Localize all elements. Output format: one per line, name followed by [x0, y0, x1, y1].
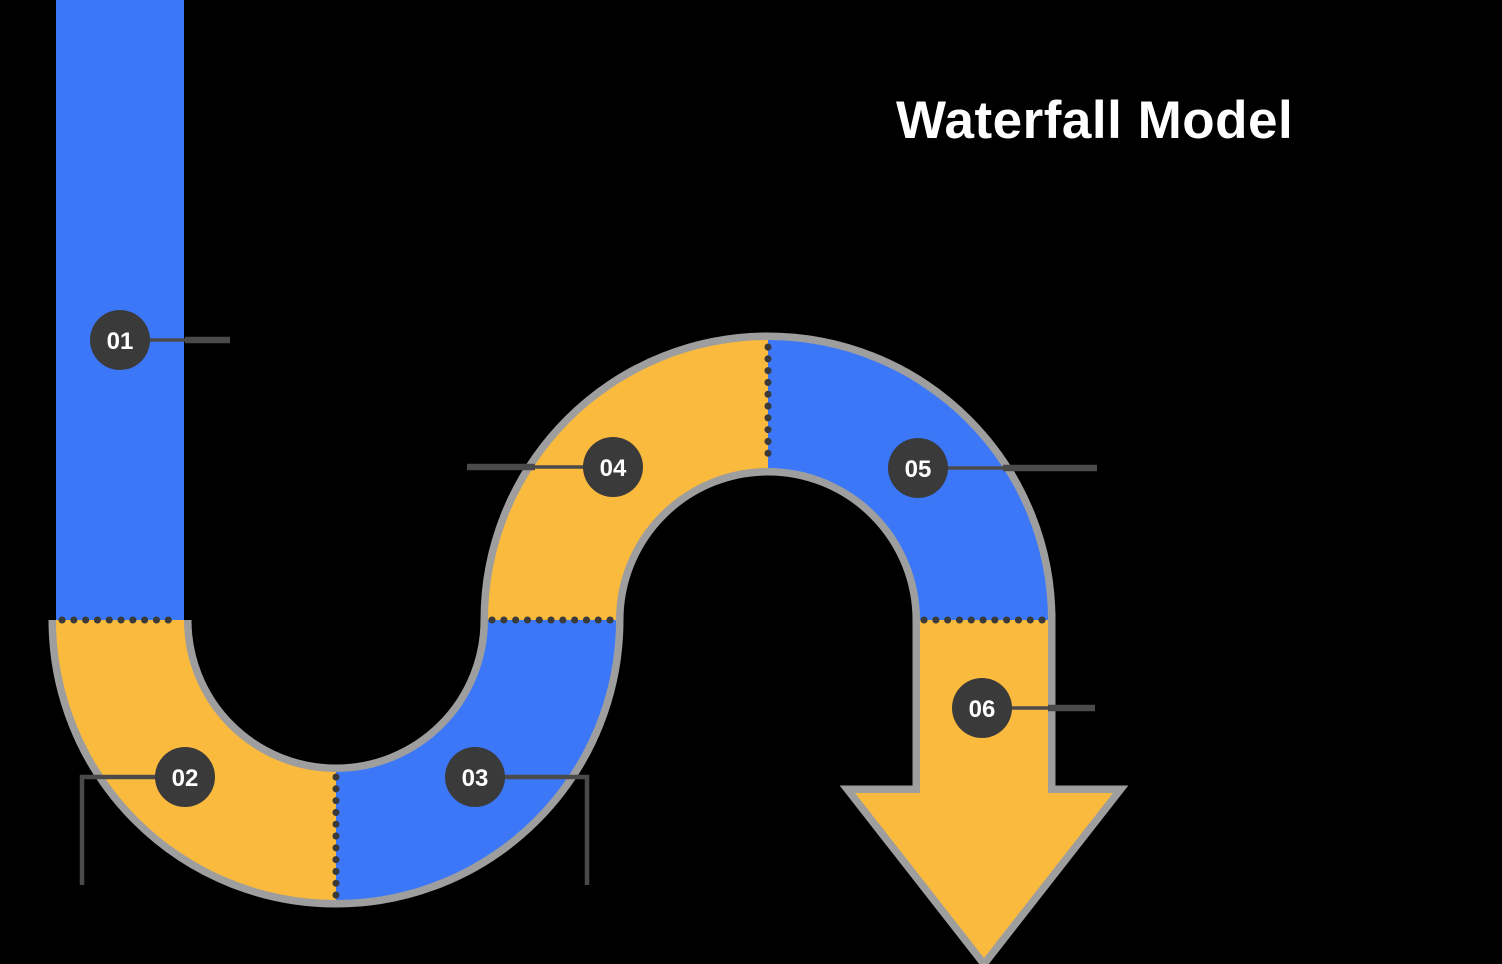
step-markers: 01 02 03 04 05 06	[90, 310, 1012, 807]
step-circle-02	[155, 747, 215, 807]
page-title: Waterfall Model	[896, 91, 1294, 150]
leader-lines	[79, 336, 1097, 885]
step-number-03: 03	[462, 765, 489, 792]
step-circle-04	[583, 437, 643, 497]
step-marker-05: 05	[888, 438, 948, 498]
step-circle-05	[888, 438, 948, 498]
step-marker-04: 04	[583, 437, 643, 497]
leader-line-02-bracket	[79, 774, 156, 885]
step-number-04: 04	[600, 455, 627, 482]
step-marker-06: 06	[952, 678, 1012, 738]
stage-separators	[58, 343, 1048, 900]
step-marker-03: 03	[445, 747, 505, 807]
step-circle-01	[90, 310, 150, 370]
leader-line-03-bracket	[504, 774, 590, 885]
step-number-01: 01	[107, 328, 134, 355]
step-circle-06	[952, 678, 1012, 738]
flow-segment-06-arrow	[855, 620, 1113, 958]
step-marker-02: 02	[155, 747, 215, 807]
step-circle-03	[445, 747, 505, 807]
step-number-02: 02	[172, 765, 199, 792]
step-number-05: 05	[905, 456, 932, 483]
step-number-06: 06	[969, 696, 996, 723]
step-marker-01: 01	[90, 310, 150, 370]
